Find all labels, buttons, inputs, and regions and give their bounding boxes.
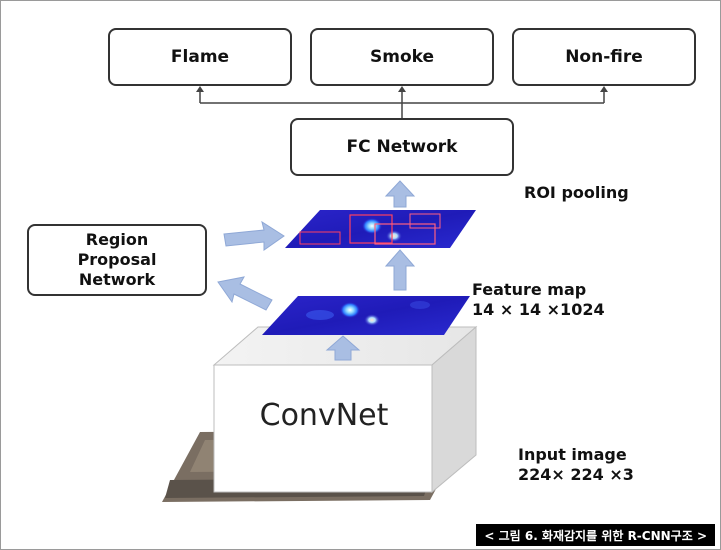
input-image-dims: 224× 224 ×3	[518, 465, 634, 484]
nonfire-label: Non-fire	[565, 47, 643, 67]
roi-pooling-label: ROI pooling	[524, 183, 629, 202]
up-arrows	[325, 180, 416, 361]
smoke-output-box: Smoke	[310, 28, 494, 86]
rpn-arrows	[217, 220, 285, 311]
region-proposal-network-box: Region Proposal Network	[27, 224, 207, 296]
roi-pooling-plane	[285, 210, 476, 248]
feature-map-title: Feature map	[472, 280, 587, 299]
flame-output-box: Flame	[108, 28, 292, 86]
fc-network-box: FC Network	[290, 118, 514, 176]
rpn-line1: Region	[85, 230, 149, 249]
smoke-label: Smoke	[369, 47, 434, 67]
input-image-title: Input image	[518, 445, 627, 464]
figure-caption: < 그림 6. 화재감지를 위한 R-CNN구조 >	[476, 524, 715, 546]
output-connectors	[199, 91, 605, 118]
nonfire-output-box: Non-fire	[512, 28, 696, 86]
feature-map-dims: 14 × 14 ×1024	[472, 300, 605, 319]
feature-map-plane	[262, 296, 470, 335]
output-arrowheads	[196, 86, 608, 92]
fc-network-label: FC Network	[346, 137, 458, 157]
rpn-line3: Network	[78, 270, 156, 289]
flame-label: Flame	[170, 47, 230, 67]
rpn-line2: Proposal	[77, 250, 157, 269]
convnet-label: ConvNet	[259, 398, 389, 433]
